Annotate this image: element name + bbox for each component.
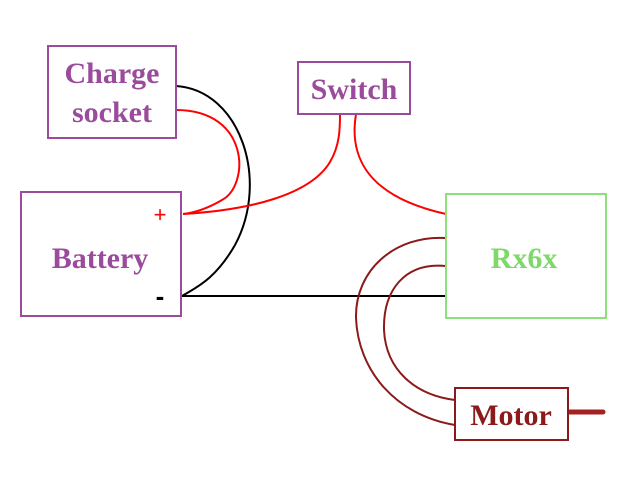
wire-battery-to-switch	[182, 113, 341, 215]
battery-negative-terminal: -	[156, 281, 165, 311]
battery-border	[20, 191, 182, 317]
wire-receiver-to-motor-outer	[354, 236, 456, 426]
motor-label: Motor	[470, 399, 552, 432]
charge-socket-box: Charge socket	[47, 45, 177, 139]
charge-socket-label-line1: Charge	[65, 57, 160, 90]
battery-positive-terminal: +	[154, 202, 167, 227]
wire-socket-to-battery-negative	[175, 85, 251, 297]
switch-border	[297, 61, 411, 115]
battery-box: Battery + -	[20, 191, 182, 317]
switch-box: Switch	[297, 61, 411, 115]
charge-socket-label-line2: socket	[72, 96, 152, 129]
motor-box: Motor	[454, 387, 569, 441]
receiver-border	[445, 193, 607, 319]
wire-socket-to-battery-positive	[175, 109, 241, 215]
motor-border	[454, 387, 569, 441]
wire-switch-to-receiver	[353, 113, 447, 215]
switch-label: Switch	[311, 73, 398, 106]
wires	[175, 85, 606, 426]
wire-receiver-to-motor-inner	[382, 264, 456, 401]
charge-socket-border	[47, 45, 177, 139]
battery-label: Battery	[52, 242, 149, 275]
receiver-label: Rx6x	[491, 242, 558, 275]
receiver-box: Rx6x	[445, 193, 607, 319]
